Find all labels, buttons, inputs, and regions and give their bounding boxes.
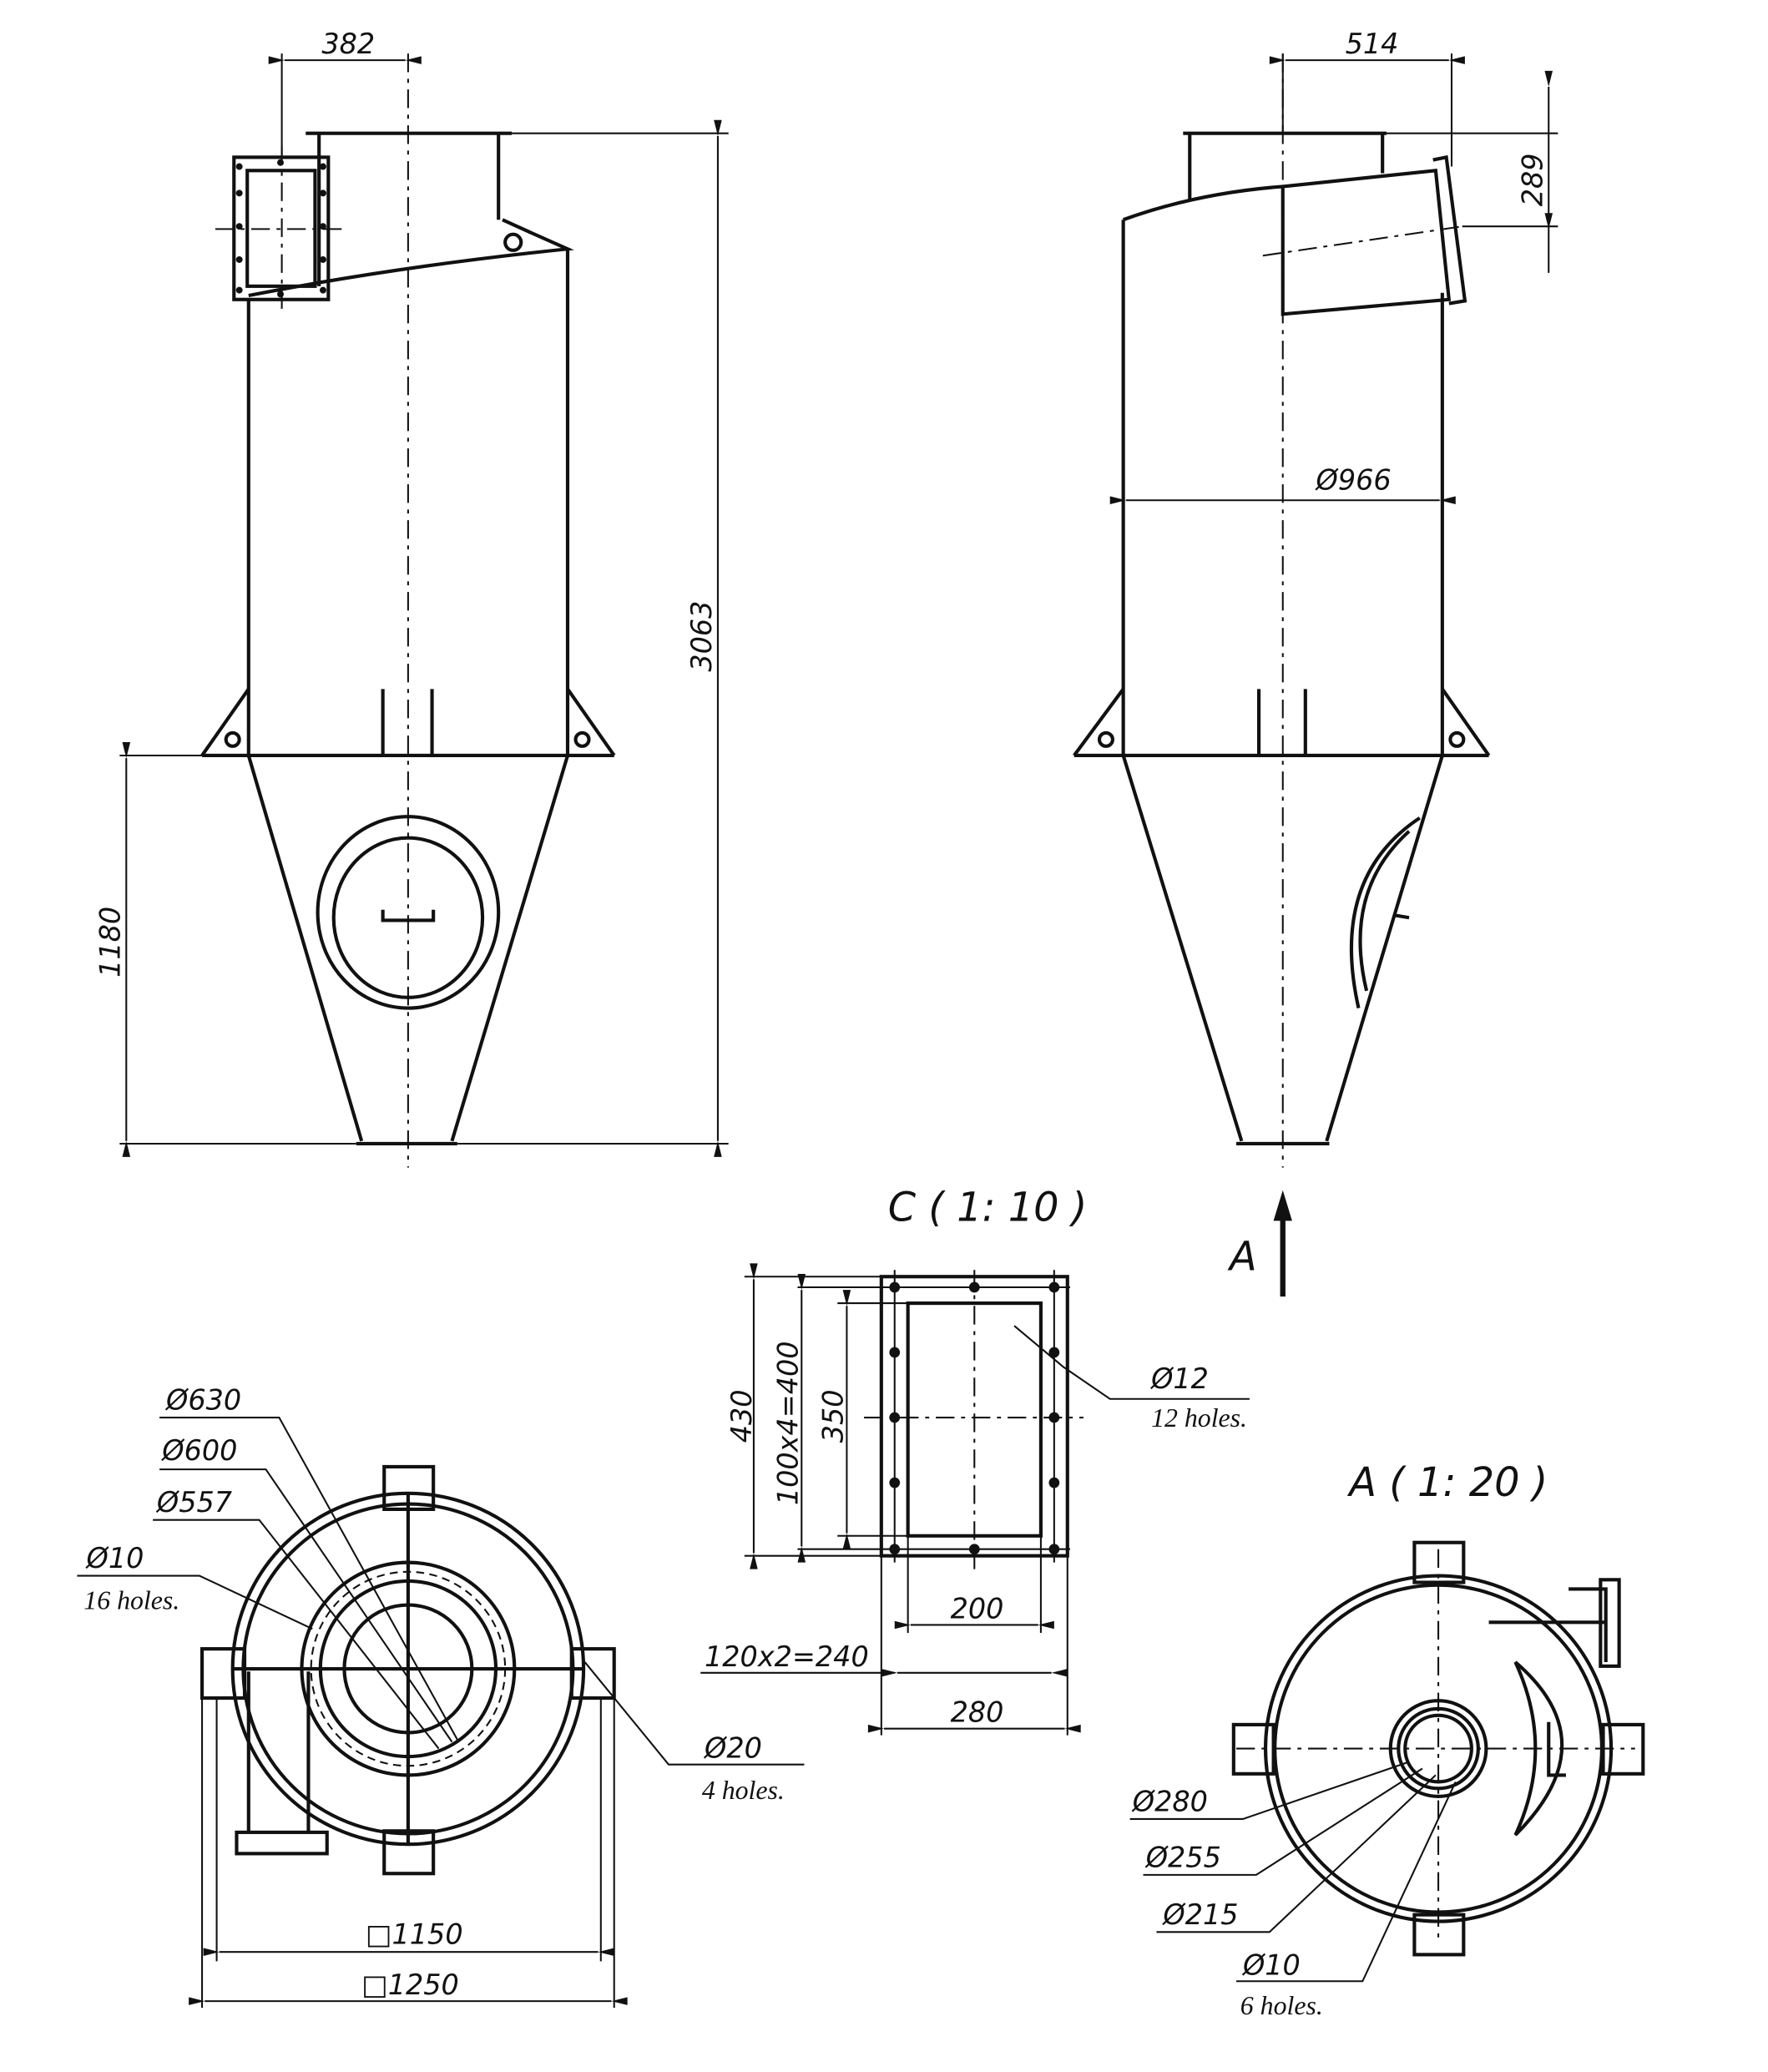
front-dim-1180: 1180: [93, 907, 126, 978]
view-a-hole-count: 6 holes.: [1240, 1991, 1323, 2020]
plan-view: □1150 □1250 Ø630 Ø600 Ø557 Ø10 16 holes.…: [77, 1383, 805, 2009]
front-view: 382 3063 1180: [93, 28, 729, 1168]
side-dim-289: 289: [1516, 153, 1548, 206]
detail-c-dim-350: 350: [817, 1389, 850, 1443]
detail-c-dim-240: 120x2=240: [705, 1640, 869, 1673]
detail-c-title: C ( 1: 10 ): [888, 1185, 1088, 1231]
front-dim-3063: 3063: [685, 601, 718, 672]
plan-dia-630: Ø630: [164, 1383, 241, 1416]
view-arrow-a: A: [1227, 1234, 1257, 1280]
detail-c: C ( 1: 10 ) 430 100x4=400 350 200 120x2=…: [700, 1185, 1250, 1736]
view-a-title: A ( 1: 20 ): [1346, 1460, 1548, 1506]
front-dim-382: 382: [321, 28, 375, 60]
plan-hole-dia: Ø10: [85, 1542, 144, 1574]
plan-dia-557: Ø557: [155, 1486, 232, 1519]
plan-lug-hole-count: 4 holes.: [702, 1776, 785, 1805]
detail-c-dim-200: 200: [951, 1593, 1004, 1625]
detail-c-hole-dia: Ø12: [1149, 1362, 1209, 1395]
view-a-dia-215: Ø215: [1161, 1898, 1238, 1931]
plan-dia-600: Ø600: [160, 1434, 237, 1467]
view-a: A ( 1: 20 ) Ø280 Ø255 Ø215 Ø10 6 holes.: [1129, 1460, 1645, 2020]
detail-c-dim-430: 430: [725, 1389, 758, 1443]
detail-c-hole-count: 12 holes.: [1151, 1403, 1247, 1433]
view-a-dia-255: Ø255: [1144, 1841, 1221, 1873]
detail-c-dim-280: 280: [951, 1696, 1004, 1729]
plan-square-1250: □1250: [361, 1968, 459, 2001]
plan-square-1150: □1150: [366, 1918, 463, 1951]
view-a-dia-280: Ø280: [1131, 1785, 1208, 1817]
plan-lug-hole-dia: Ø20: [703, 1732, 762, 1765]
plan-hole-count: 16 holes.: [83, 1585, 179, 1615]
detail-c-dim-400: 100x4=400: [771, 1341, 804, 1505]
side-dim-514: 514: [1346, 28, 1399, 60]
side-dim-966: Ø966: [1315, 463, 1392, 496]
side-view: 514 289 Ø966 A: [1073, 28, 1558, 1297]
view-a-hole-dia: Ø10: [1241, 1948, 1301, 1981]
